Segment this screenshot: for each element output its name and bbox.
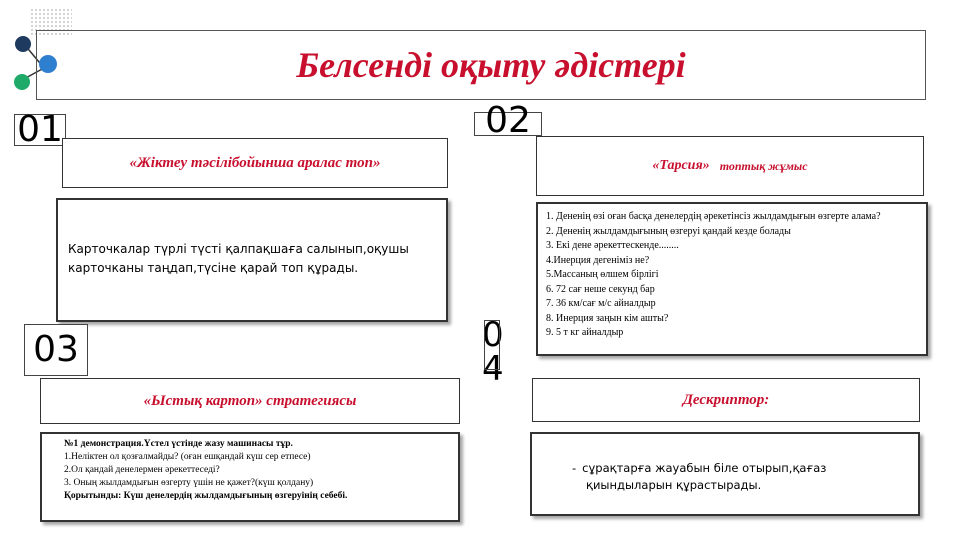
- green-dot: [14, 74, 30, 90]
- question-item: 8. Инерция заңын кім ашты?: [546, 312, 669, 324]
- dot-pattern-decoration: [30, 8, 72, 36]
- descriptor-line-1: -сұрақтарға жауабын біле отырып,қағаз: [572, 460, 910, 477]
- page-title: Белсенді оқыту әдістері: [296, 45, 686, 85]
- title-box: Белсенді оқыту әдістері: [36, 30, 926, 100]
- demo-line: 3. Оның жылдамдығын өзгерту үшін не қаже…: [64, 478, 314, 488]
- section-number-03: 03: [24, 324, 88, 376]
- section-2-question-list: 1. Дененің өзі оған басқа денелердің әре…: [536, 202, 928, 356]
- question-item: 3. Екі дене әрекеттескенде........: [546, 240, 679, 251]
- section-1-heading: «Жіктеу тәсілібойынша аралас топ»: [129, 154, 381, 171]
- section-4-heading: Дескриптор:: [682, 391, 770, 408]
- section-1-body-box: Карточкалар түрлі түсті қалпақшаға салын…: [56, 198, 448, 322]
- section-2-heading-sub: топтық жұмыс: [719, 158, 808, 173]
- descriptor-text-2: қиындыларын құрастырады.: [586, 478, 762, 492]
- dash-bullet: -: [572, 461, 577, 475]
- question-item: 6. 72 сағ неше секунд бар: [546, 283, 655, 295]
- demo-line: 1.Неліктен ол қозғалмайды? (оған ешқанда…: [64, 452, 311, 462]
- section-number-04-top: 0: [482, 315, 504, 355]
- demo-line: 2.Ол қандай денелермен әрекеттеседі?: [64, 465, 220, 475]
- section-4-body-box: -сұрақтарға жауабын біле отырып,қағаз қи…: [530, 432, 920, 516]
- question-item: 9. 5 т кг айналдыр: [546, 327, 624, 338]
- question-item: 1. Дененің өзі оған басқа денелердің әре…: [546, 211, 881, 222]
- question-item: 7. 36 км/сағ м/с айналдыр: [546, 298, 656, 309]
- question-item: 5.Массаның өлшем бірлігі: [546, 269, 659, 280]
- section-2-heading-box: «Тарсия» топтық жұмыс: [536, 136, 924, 196]
- question-item: 4.Инерция дегеніміз не?: [546, 254, 650, 266]
- molecule-icon: [14, 36, 57, 90]
- blue-dot: [39, 55, 57, 73]
- section-number-02: 02: [474, 103, 542, 139]
- section-3-heading: «Ыстық картоп» стратегиясы: [143, 392, 357, 409]
- section-3-heading-box: «Ыстық картоп» стратегиясы: [40, 378, 460, 424]
- descriptor-text-1: сұрақтарға жауабын біле отырып,қағаз: [582, 461, 827, 475]
- section-number-02-text: 02: [485, 100, 531, 141]
- section-2-heading-main: «Тарсия»: [652, 158, 710, 173]
- section-number-04-frame: [484, 320, 500, 370]
- section-4-heading-box: Дескриптор:: [532, 378, 920, 422]
- section-1-body-text: Карточкалар түрлі түсті қалпақшаға салын…: [68, 242, 409, 275]
- dark-blue-dot: [15, 36, 31, 52]
- demo-title: №1 демонстрация.Үстел үстінде жазу машин…: [64, 439, 293, 449]
- section-3-body-box: №1 демонстрация.Үстел үстінде жазу машин…: [40, 432, 460, 522]
- demo-conclusion: Қорытынды: Күш денелердің жылдамдығының …: [64, 491, 348, 501]
- section-1-heading-box: «Жіктеу тәсілібойынша аралас топ»: [62, 138, 448, 188]
- question-item: 2. Дененің жылдамдығының өзгеруі қандай …: [546, 225, 791, 237]
- section-number-01: 01: [14, 112, 66, 148]
